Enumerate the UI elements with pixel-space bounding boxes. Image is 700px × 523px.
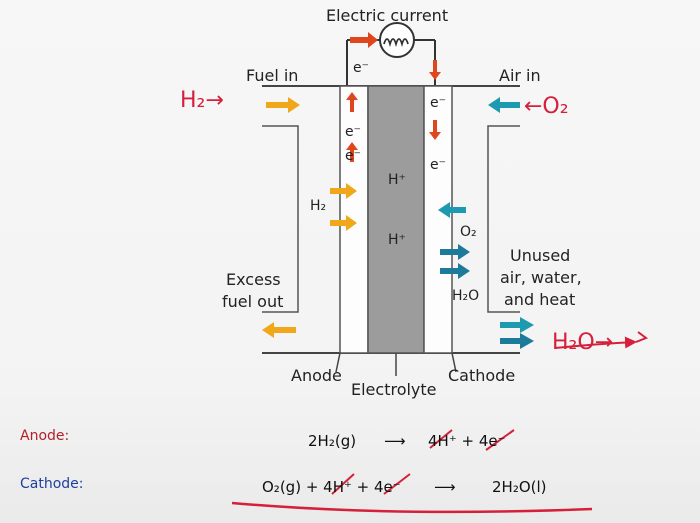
o2-label: O₂ (460, 224, 477, 240)
equation-underline (231, 501, 593, 514)
electric-current-title: Electric current (326, 6, 449, 25)
electron-label-anode-2: e⁻ (345, 148, 362, 164)
current-arrow-icon (350, 32, 378, 48)
h2-arrow-2 (330, 215, 357, 231)
h-plus-label-1: H⁺ (388, 172, 406, 188)
electron-label-cathode-2: e⁻ (430, 157, 447, 173)
h2o-arrow-2 (440, 263, 470, 279)
anode-electron-arrows (346, 92, 358, 162)
h2o-arrow-1 (440, 244, 470, 260)
electron-label-cathode-1: e⁻ (430, 95, 447, 111)
cathode-electron-arrows (429, 60, 441, 140)
handwritten-h2-in: H₂→ (180, 88, 224, 113)
excess-fuel-label-1: Excess (226, 270, 281, 289)
o2-arrow (438, 202, 466, 218)
anode-label: Anode (291, 366, 342, 385)
anode-equation-arrow: ⟶ (384, 432, 406, 450)
flow-channels (262, 125, 520, 313)
handwritten-h2o-out: H₂O→ (552, 330, 614, 355)
electrolyte-plate (367, 85, 425, 354)
cathode-equation-left: O₂(g) + 4H⁺ + 4e⁻ (262, 478, 401, 496)
fuel-in-label: Fuel in (246, 66, 299, 85)
h2-label: H₂ (310, 198, 327, 214)
handwritten-marks (554, 331, 649, 349)
electron-label-top: e⁻ (353, 60, 370, 76)
air-in-label: Air in (499, 66, 541, 85)
excess-fuel-arrow (262, 322, 296, 338)
excess-fuel-label-2: fuel out (222, 292, 284, 311)
unused-arrow-2 (500, 333, 534, 349)
air-in-arrow (488, 97, 520, 113)
electrolyte-label: Electrolyte (351, 380, 437, 399)
unused-label-3: and heat (504, 290, 576, 309)
unused-label-1: Unused (510, 246, 571, 265)
electron-label-anode-1: e⁻ (345, 124, 362, 140)
anode-equation-left: 2H₂(g) (308, 432, 357, 450)
anode-equation-right: 4H⁺ + 4e⁻ (428, 432, 506, 450)
h2o-label: H₂O (452, 288, 480, 304)
cathode-label: Cathode (448, 366, 516, 385)
cathode-equation-arrow: ⟶ (434, 478, 456, 496)
label-leaders (335, 352, 457, 376)
h-plus-label-2: H⁺ (388, 232, 406, 248)
cathode-plate (423, 85, 453, 354)
cathode-equation-label: Cathode: (20, 476, 84, 492)
fuel-in-arrow (266, 97, 300, 113)
unused-arrow-1 (500, 317, 534, 333)
cancel-marks (331, 429, 515, 495)
anode-equation-label: Anode: (20, 428, 70, 444)
handwritten-o2-in: ←O₂ (524, 94, 569, 119)
cathode-equation-right: 2H₂O(l) (492, 478, 547, 496)
resistor-icon (379, 22, 415, 58)
h2-arrow-1 (330, 183, 357, 199)
unused-label-2: air, water, (500, 268, 582, 287)
